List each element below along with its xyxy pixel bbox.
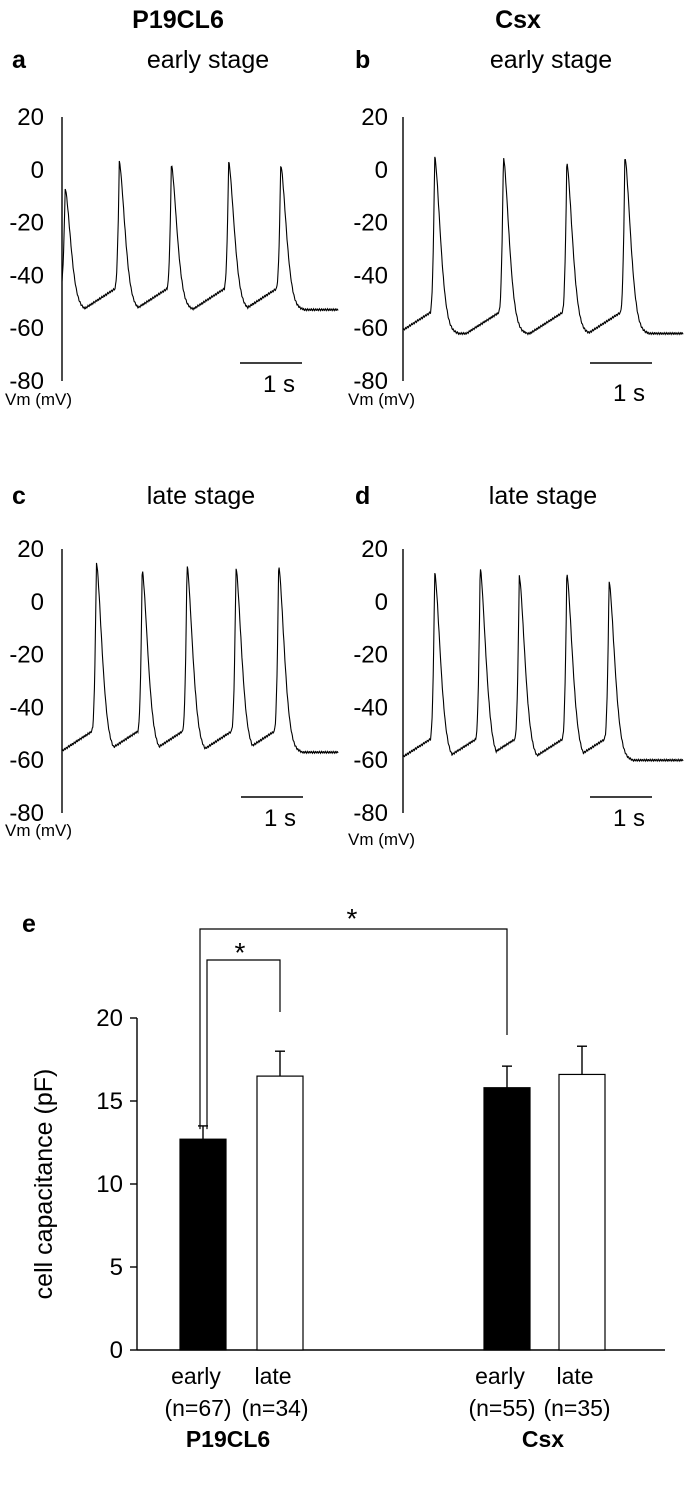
y-tick-label: 0 bbox=[375, 157, 388, 184]
trace-line-a bbox=[61, 160, 339, 312]
bar-sample-size-label: (n=55) bbox=[468, 1395, 535, 1421]
scale-bar-label: 1 s bbox=[264, 805, 296, 832]
y-tick-label: -80 bbox=[9, 368, 44, 395]
y-tick-label: -80 bbox=[353, 368, 388, 395]
trace-line-d bbox=[402, 569, 684, 763]
bar-sample-size-label: (n=67) bbox=[164, 1395, 231, 1421]
y-tick-label: 0 bbox=[31, 157, 44, 184]
bar-sample-size-label: (n=34) bbox=[241, 1395, 308, 1421]
panel-letter-e: e bbox=[22, 910, 36, 938]
y-axis-title: cell capacitance (pF) bbox=[30, 1069, 58, 1300]
y-tick-label: -20 bbox=[9, 210, 44, 237]
significance-bracket bbox=[206, 959, 281, 1130]
y-tick-label: -40 bbox=[353, 694, 388, 721]
panel-letter-a: a bbox=[12, 46, 27, 74]
y-tick-label: -40 bbox=[9, 694, 44, 721]
y-tick-label: 0 bbox=[110, 1337, 123, 1364]
y-unit-label: Vm (mV) bbox=[348, 830, 415, 849]
bar-early-p19cl6 bbox=[179, 1138, 227, 1351]
y-tick-label: -60 bbox=[9, 315, 44, 342]
trace-line-c bbox=[61, 562, 339, 755]
y-tick-label: -80 bbox=[353, 800, 388, 827]
y-tick-label: 20 bbox=[96, 1005, 123, 1032]
y-tick-label: -80 bbox=[9, 800, 44, 827]
panel-subtitle-d: late stage bbox=[489, 482, 597, 510]
column-title-p19cl6: P19CL6 bbox=[132, 6, 224, 34]
y-tick-label: -60 bbox=[353, 747, 388, 774]
column-title-csx: Csx bbox=[495, 6, 541, 34]
y-tick-label: -20 bbox=[353, 210, 388, 237]
bar-late-csx bbox=[558, 1073, 606, 1351]
significance-star: * bbox=[235, 937, 246, 968]
y-tick-label: 5 bbox=[110, 1254, 123, 1281]
y-tick-label: 10 bbox=[96, 1171, 123, 1198]
y-tick-label: -40 bbox=[353, 262, 388, 289]
bar-category-label: early bbox=[475, 1363, 525, 1389]
scale-bar-label: 1 s bbox=[263, 371, 295, 398]
bar-sample-size-label: (n=35) bbox=[543, 1395, 610, 1421]
bar-category-label: early bbox=[171, 1363, 221, 1389]
y-tick-label: 0 bbox=[375, 589, 388, 616]
bar-late-p19cl6 bbox=[256, 1075, 304, 1351]
bar-category-label: late bbox=[556, 1363, 593, 1389]
significance-bracket bbox=[199, 928, 508, 1130]
scale-bar-label: 1 s bbox=[613, 380, 645, 407]
y-tick-label: -20 bbox=[9, 642, 44, 669]
y-tick-label: -60 bbox=[353, 315, 388, 342]
trace-line-b bbox=[402, 156, 684, 336]
bar-category-label: late bbox=[254, 1363, 291, 1389]
y-unit-label: Vm (mV) bbox=[5, 821, 72, 840]
y-tick-label: 20 bbox=[361, 536, 388, 563]
bar-early-csx bbox=[483, 1087, 531, 1351]
y-tick-label: 0 bbox=[31, 589, 44, 616]
panel-letter-d: d bbox=[355, 482, 370, 510]
y-unit-label: Vm (mV) bbox=[5, 390, 72, 409]
panel-letter-b: b bbox=[355, 46, 370, 74]
panel-subtitle-c: late stage bbox=[147, 482, 255, 510]
panel-subtitle-b: early stage bbox=[490, 46, 612, 74]
group-label-csx: Csx bbox=[522, 1426, 564, 1452]
significance-star: * bbox=[347, 903, 358, 934]
y-tick-label: 20 bbox=[17, 536, 44, 563]
y-tick-label: -20 bbox=[353, 642, 388, 669]
group-label-p19cl6: P19CL6 bbox=[186, 1426, 270, 1452]
y-tick-label: 15 bbox=[96, 1088, 123, 1115]
scale-bar-label: 1 s bbox=[613, 805, 645, 832]
y-tick-label: -40 bbox=[9, 262, 44, 289]
panel-subtitle-a: early stage bbox=[147, 46, 269, 74]
panel-letter-c: c bbox=[12, 482, 26, 510]
y-tick-label: 20 bbox=[361, 104, 388, 131]
y-tick-label: 20 bbox=[17, 104, 44, 131]
y-unit-label: Vm (mV) bbox=[348, 390, 415, 409]
y-tick-label: -60 bbox=[9, 747, 44, 774]
